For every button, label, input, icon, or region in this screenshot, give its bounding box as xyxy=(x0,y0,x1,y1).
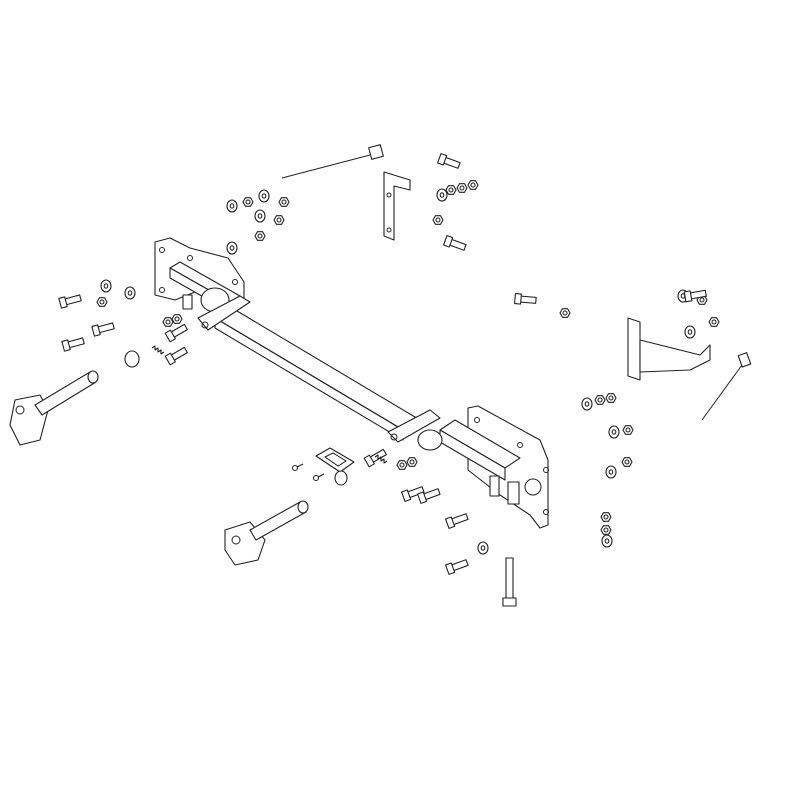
gasket xyxy=(315,447,355,473)
center-tow-bracket xyxy=(224,500,309,566)
bolt xyxy=(519,295,537,304)
crossbar xyxy=(214,307,421,441)
spring xyxy=(374,454,388,464)
screw xyxy=(291,464,299,472)
right-mounting-plate xyxy=(387,405,549,529)
right-bracket xyxy=(627,317,711,381)
long-bolt xyxy=(502,557,517,607)
wire-lead-top xyxy=(281,144,384,179)
spring xyxy=(151,345,165,355)
left-mounting-plate xyxy=(154,237,251,331)
screw xyxy=(312,474,320,482)
left-tow-bracket xyxy=(9,370,99,446)
upper-bracket xyxy=(383,171,411,241)
wire-lead-right xyxy=(701,352,752,421)
o-ring xyxy=(124,350,140,368)
o-ring xyxy=(334,470,348,486)
hardware-group xyxy=(58,153,720,575)
